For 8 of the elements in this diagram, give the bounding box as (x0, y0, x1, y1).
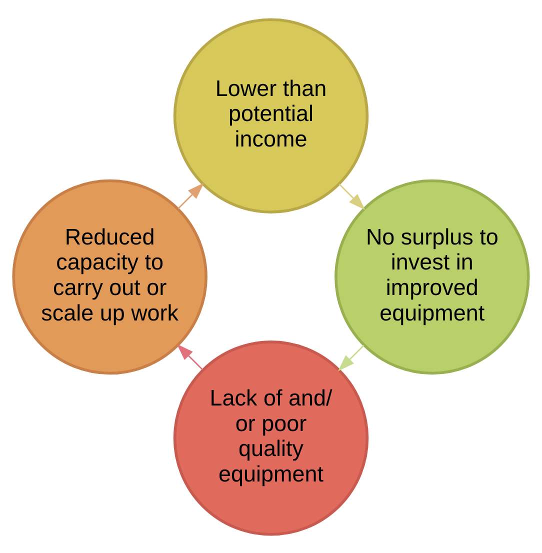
arrow (178, 182, 204, 209)
arrow (338, 344, 364, 371)
arrow (338, 183, 366, 210)
node-circle: Lower than potential income (173, 18, 369, 213)
node-circle: No surplus to invest in improved equipment (334, 178, 530, 374)
node-circle: Lack of and/ or poor quality equipment (173, 340, 369, 536)
node-circle: Reduced capacity to carry out or scale up work (12, 178, 208, 374)
arrow (176, 343, 204, 370)
